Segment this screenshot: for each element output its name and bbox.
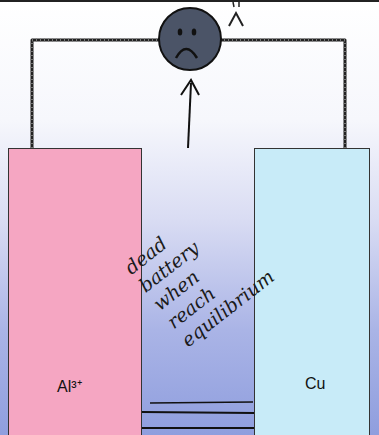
hand-line xyxy=(142,412,254,413)
electrode-label: Cu xyxy=(305,375,325,393)
eye xyxy=(178,29,183,36)
frown xyxy=(176,49,197,58)
electrode: Al³⁺ xyxy=(8,148,142,435)
eye xyxy=(192,29,197,36)
frame-line xyxy=(0,0,379,2)
hand-line xyxy=(142,427,254,429)
sad-caret xyxy=(229,13,243,26)
hand-line xyxy=(150,402,253,403)
tick-marks xyxy=(233,2,239,7)
electrode-label: Al³⁺ xyxy=(57,375,82,397)
sad-bulb xyxy=(159,8,221,70)
pointer-arrow xyxy=(188,83,191,148)
electrode: Cu xyxy=(254,148,370,435)
arrow-head xyxy=(181,80,199,95)
